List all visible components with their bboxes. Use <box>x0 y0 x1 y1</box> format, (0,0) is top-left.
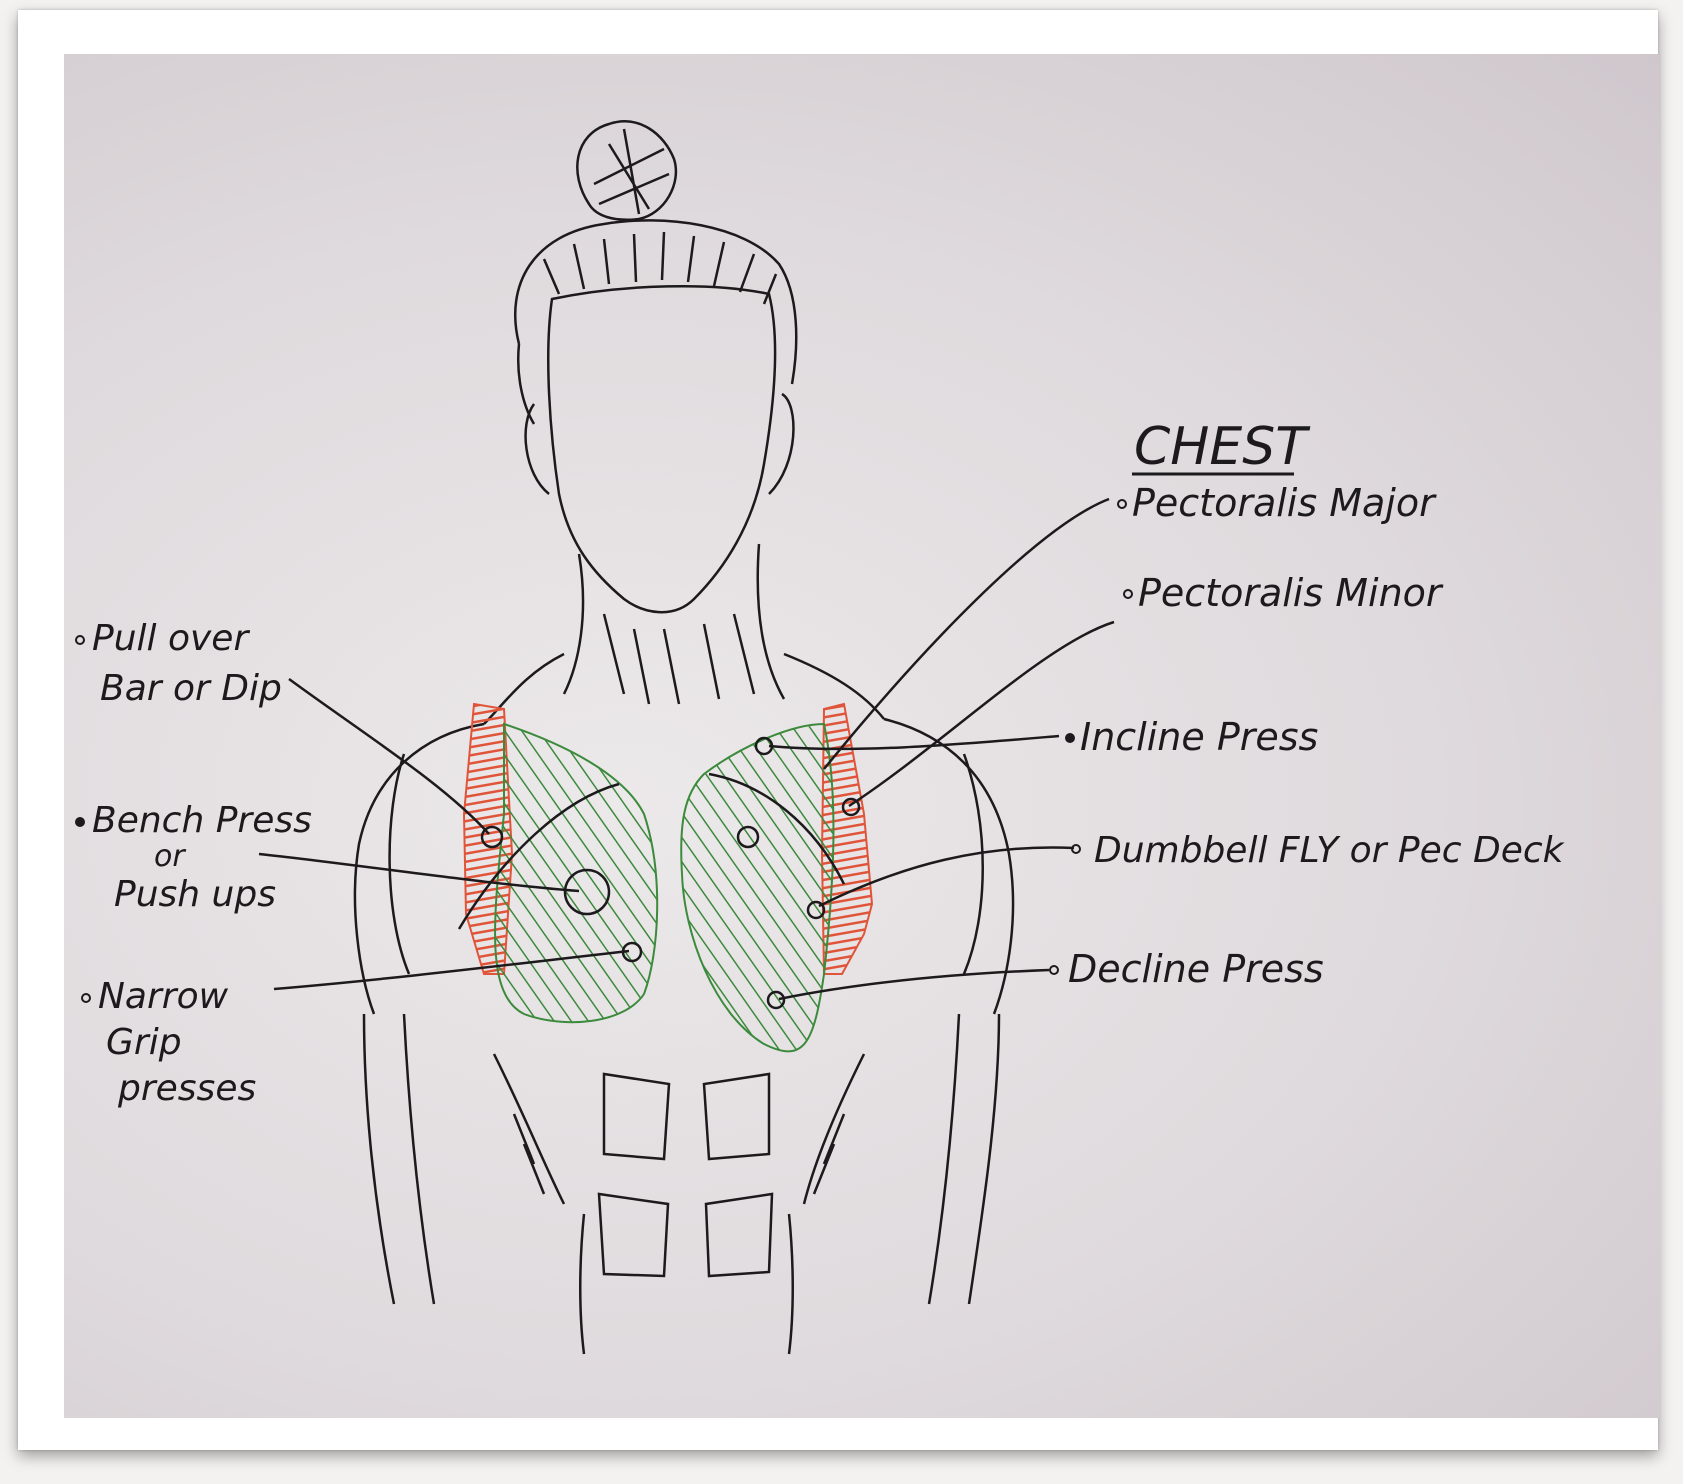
paper-sheet: CHEST Pectoralis Major Pectoralis Minor … <box>64 54 1661 1418</box>
chest-muscle-sketch: CHEST Pectoralis Major Pectoralis Minor … <box>64 54 1661 1418</box>
leader-pec-major <box>824 499 1109 769</box>
torso <box>494 1054 864 1354</box>
right-labels: Pectoralis Major Pectoralis Minor Inclin… <box>1050 481 1566 991</box>
neck <box>564 544 784 704</box>
leader-pull-over <box>289 679 489 834</box>
left-labels: Pull over Bar or Dip Bench Press or Push… <box>76 618 312 1109</box>
label-incline-press: Incline Press <box>1080 715 1318 759</box>
label-decline-press: Decline Press <box>1068 947 1324 991</box>
bullet-icon <box>1066 734 1074 742</box>
bullet-icon <box>76 636 84 644</box>
hair <box>515 220 796 424</box>
label-pec-major: Pectoralis Major <box>1132 481 1437 525</box>
label-pec-minor: Pectoralis Minor <box>1138 571 1444 615</box>
diagram-title: CHEST <box>1134 417 1311 477</box>
label-narrow-grip-line1: Narrow <box>98 976 229 1017</box>
bullet-icon <box>76 818 84 826</box>
face-outline <box>526 286 794 612</box>
leader-lines <box>259 499 1114 999</box>
pec-major-right <box>681 724 833 1051</box>
label-pull-over-line1: Pull over <box>92 618 250 659</box>
label-pull-over-line2: Bar or Dip <box>100 668 282 709</box>
label-narrow-grip-line3: presses <box>117 1068 256 1109</box>
photo-frame: CHEST Pectoralis Major Pectoralis Minor … <box>18 10 1658 1450</box>
bullet-icon <box>1050 966 1058 974</box>
label-bench-press-line1: Bench Press <box>92 800 312 841</box>
bullet-icon <box>82 994 90 1002</box>
label-dumbbell-fly: Dumbbell FLY or Pec Deck <box>1094 830 1566 871</box>
label-bench-press-line2: or <box>154 839 186 874</box>
leader-pec-minor <box>849 622 1114 806</box>
label-bench-press-line3: Push ups <box>114 874 276 915</box>
bullet-icon <box>1118 500 1126 508</box>
bullet-icon <box>1124 590 1132 598</box>
hair-bun <box>577 121 676 219</box>
label-narrow-grip-line2: Grip <box>106 1022 182 1063</box>
